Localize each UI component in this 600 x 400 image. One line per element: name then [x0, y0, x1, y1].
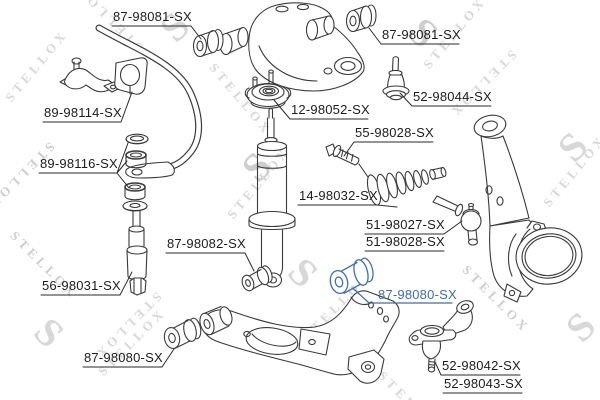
upper-control-arm-drawing: [219, 2, 365, 92]
part-label-inner-tie-rod-bolt[interactable]: 55-98028-SX: [355, 125, 434, 140]
part-label-shock-lower-bushing[interactable]: 87-98082-SX: [167, 236, 246, 251]
shock-absorber-drawing: [248, 107, 296, 288]
part-label-tie-rod-end-b[interactable]: 51-98028-SX: [366, 234, 445, 249]
steering-boot-drawing: [366, 166, 447, 206]
upper-arm-bushing-left-drawing: [192, 28, 224, 58]
part-label-stabilizer-link-bushings[interactable]: 89-98116-SX: [40, 156, 118, 171]
leader-lines: [38, 25, 523, 394]
part-label-lower-ball-joint-a[interactable]: 52-98042-SX: [442, 358, 521, 373]
stabilizer-link-drawing: [122, 200, 148, 296]
lower-control-arm-drawing: [199, 290, 400, 384]
leader-line-highlighted: [355, 290, 453, 304]
part-label-upper-ball-joint[interactable]: 52-98044-SX: [413, 89, 492, 104]
steering-knuckle-drawing: [473, 114, 583, 303]
strut-mount-drawing: [244, 69, 292, 109]
lower-arm-bushing-drawing: [163, 317, 202, 349]
part-label-strut-mount[interactable]: 12-98052-SX: [291, 102, 370, 117]
part-label-upper-arm-bushing-left[interactable]: 87-98081-SX: [113, 9, 192, 24]
part-label-lower-ball-joint-b[interactable]: 52-98043-SX: [444, 376, 523, 391]
part-label-stabilizer-bracket[interactable]: 89-98114-SX: [44, 105, 122, 120]
part-label-lower-arm-bushing-highlighted[interactable]: 87-98080-SX: [378, 287, 457, 302]
part-label-steering-rack-boot[interactable]: 14-98032-SX: [299, 188, 378, 203]
lower-ball-joint-drawing: [408, 300, 474, 373]
stabilizer-bracket-drawing: [59, 57, 123, 93]
stabilizer-bushing-drawing: [114, 57, 148, 95]
inner-tie-rod-bolt-drawing: [325, 143, 371, 181]
part-label-tie-rod-end-a[interactable]: 51-98027-SX: [366, 217, 445, 232]
upper-ball-joint-drawing: [382, 56, 410, 101]
part-label-lower-arm-bushing[interactable]: 87-98080-SX: [84, 350, 163, 365]
part-label-upper-arm-bushing-right[interactable]: 87-98081-SX: [382, 27, 461, 42]
link-bushings-drawing: [124, 133, 149, 201]
part-label-stabilizer-link[interactable]: 56-98031-SX: [42, 278, 121, 293]
stabilizer-bar-drawing: [95, 24, 203, 179]
upper-arm-bushing-right-drawing: [345, 4, 377, 33]
shock-bushing-drawing: [241, 265, 273, 292]
tie-rod-end-drawing: [432, 195, 482, 246]
lower-arm-bushing-highlighted-drawing[interactable]: [328, 257, 375, 295]
